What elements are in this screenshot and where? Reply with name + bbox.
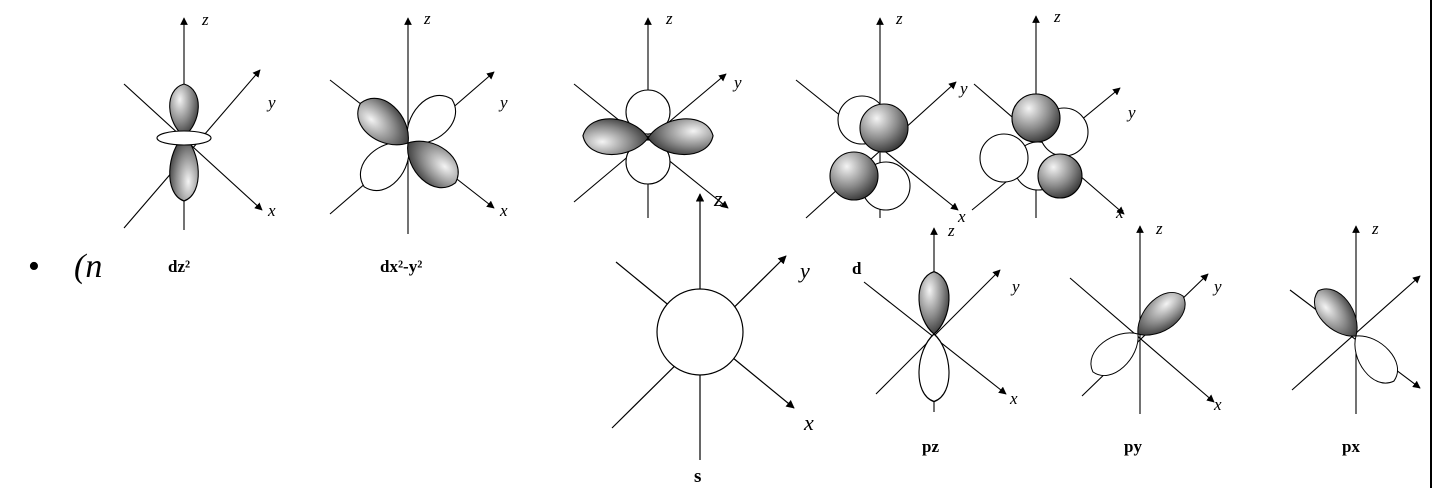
- axis-x-label: x: [1213, 395, 1222, 414]
- axis-x-label: x: [1009, 389, 1018, 408]
- caption-s: s: [694, 466, 701, 487]
- axis-y-label: y: [1010, 277, 1020, 296]
- orbital-d-four-b: [971, 15, 1125, 218]
- axis-y-label: y: [798, 258, 810, 283]
- caption-px: px: [1342, 437, 1360, 456]
- axis-x-label: x: [267, 201, 276, 220]
- caption-py: py: [1124, 437, 1142, 456]
- axis-z-label: z: [665, 9, 673, 28]
- axis-x-label: x: [803, 410, 814, 435]
- axis-z-label: z: [1155, 219, 1163, 238]
- axis-y-label: y: [1212, 277, 1222, 296]
- bullet-line: • (n: [28, 248, 102, 286]
- bullet-marker: •: [28, 248, 40, 285]
- axis-y-label: y: [1126, 103, 1136, 122]
- orbital-d-three: [573, 17, 729, 218]
- axis-z-label: z: [713, 186, 723, 211]
- caption-dx2-y2: dx²-y²: [380, 257, 422, 276]
- axis-y-label: y: [732, 73, 742, 92]
- axis-y-label: y: [498, 93, 508, 112]
- axis-z-label: z: [1053, 7, 1061, 26]
- orbital-dx2-y2: [329, 17, 495, 234]
- axis-x-label: x: [1115, 203, 1124, 222]
- axis-z-label: z: [947, 221, 955, 240]
- axis-x-label: x: [957, 207, 966, 226]
- caption-dz2: dz²: [168, 257, 190, 276]
- axis-z-label: z: [895, 9, 903, 28]
- axis-z-label: z: [201, 10, 209, 29]
- axis-y-label: y: [266, 93, 276, 112]
- orbital-py: [1069, 225, 1215, 414]
- orbital-pz: [863, 227, 1007, 412]
- axis-z-label: z: [1371, 219, 1379, 238]
- orbital-s: [611, 193, 795, 460]
- axis-z-label: z: [423, 9, 431, 28]
- axis-y-label: y: [958, 79, 968, 98]
- orbital-d-four-a: [795, 17, 959, 219]
- orbital-px: [1289, 225, 1421, 414]
- orbital-dz2: [123, 17, 263, 230]
- caption-pz: pz: [922, 437, 939, 456]
- bullet-text: (n: [74, 248, 103, 285]
- slide-edge-line: [1430, 0, 1432, 488]
- caption-d: d: [852, 259, 862, 278]
- axis-x-label: x: [499, 201, 508, 220]
